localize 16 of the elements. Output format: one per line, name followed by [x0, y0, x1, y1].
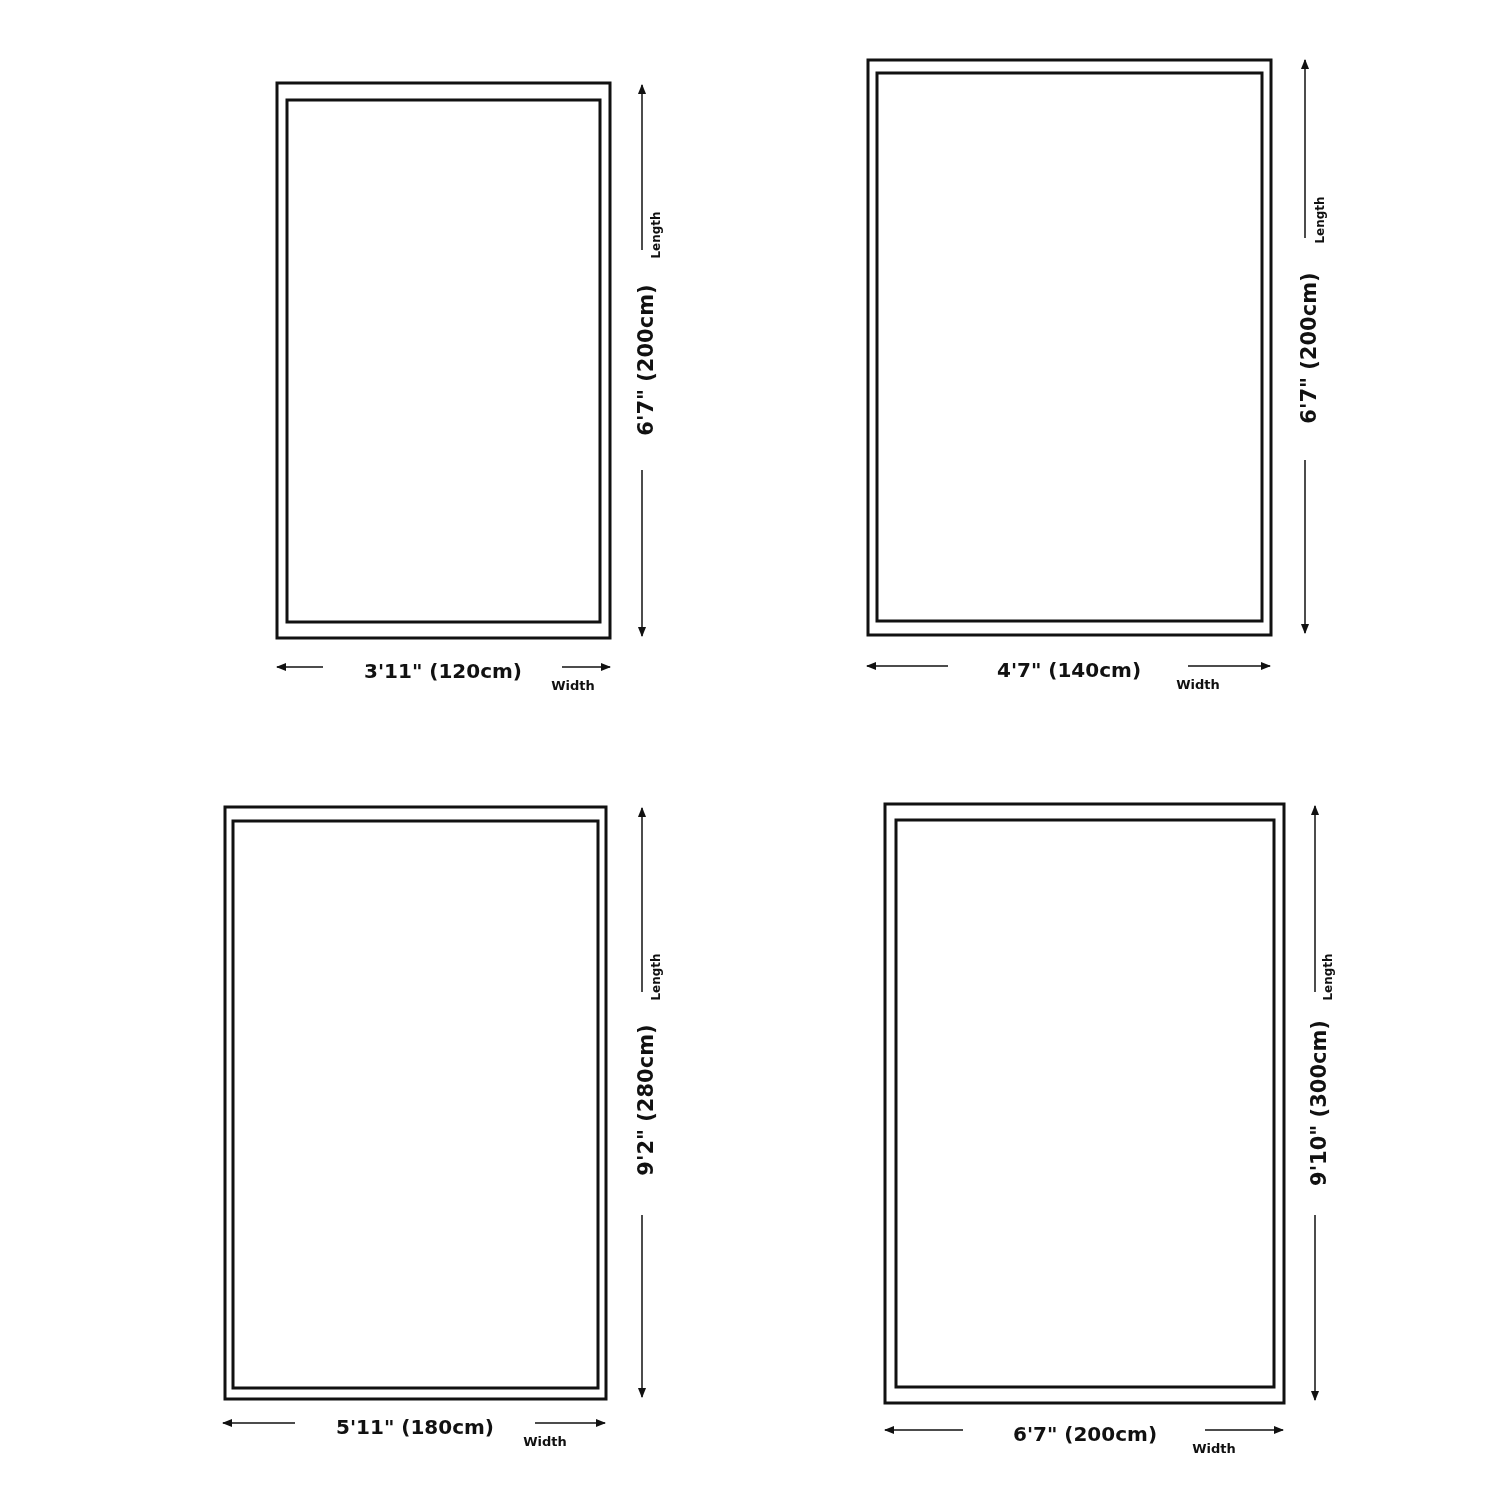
dimension-caption: Length: [650, 953, 662, 1001]
dimension-value: 4'7" (140cm): [996, 660, 1142, 680]
dimension-caption: Width: [551, 678, 595, 692]
dimension-value: 3'11" (120cm): [364, 661, 522, 681]
dimension-value: 6'7" (200cm): [635, 284, 657, 436]
dimension-caption: Length: [1314, 196, 1326, 244]
dimension-value: 5'11" (180cm): [336, 1417, 494, 1437]
dimension-caption: Width: [523, 1434, 567, 1448]
dimension-value: 9'2" (280cm): [635, 1024, 657, 1176]
dimension-value: 6'7" (200cm): [1298, 272, 1320, 424]
dimension-caption: Length: [650, 211, 662, 259]
dimension-value: 6'7" (200cm): [1012, 1424, 1158, 1444]
dimension-caption: Width: [1192, 1441, 1236, 1455]
dimension-caption: Length: [1322, 953, 1334, 1001]
dimension-value: 9'10" (300cm): [1308, 1020, 1330, 1186]
dimension-caption: Width: [1176, 677, 1220, 691]
